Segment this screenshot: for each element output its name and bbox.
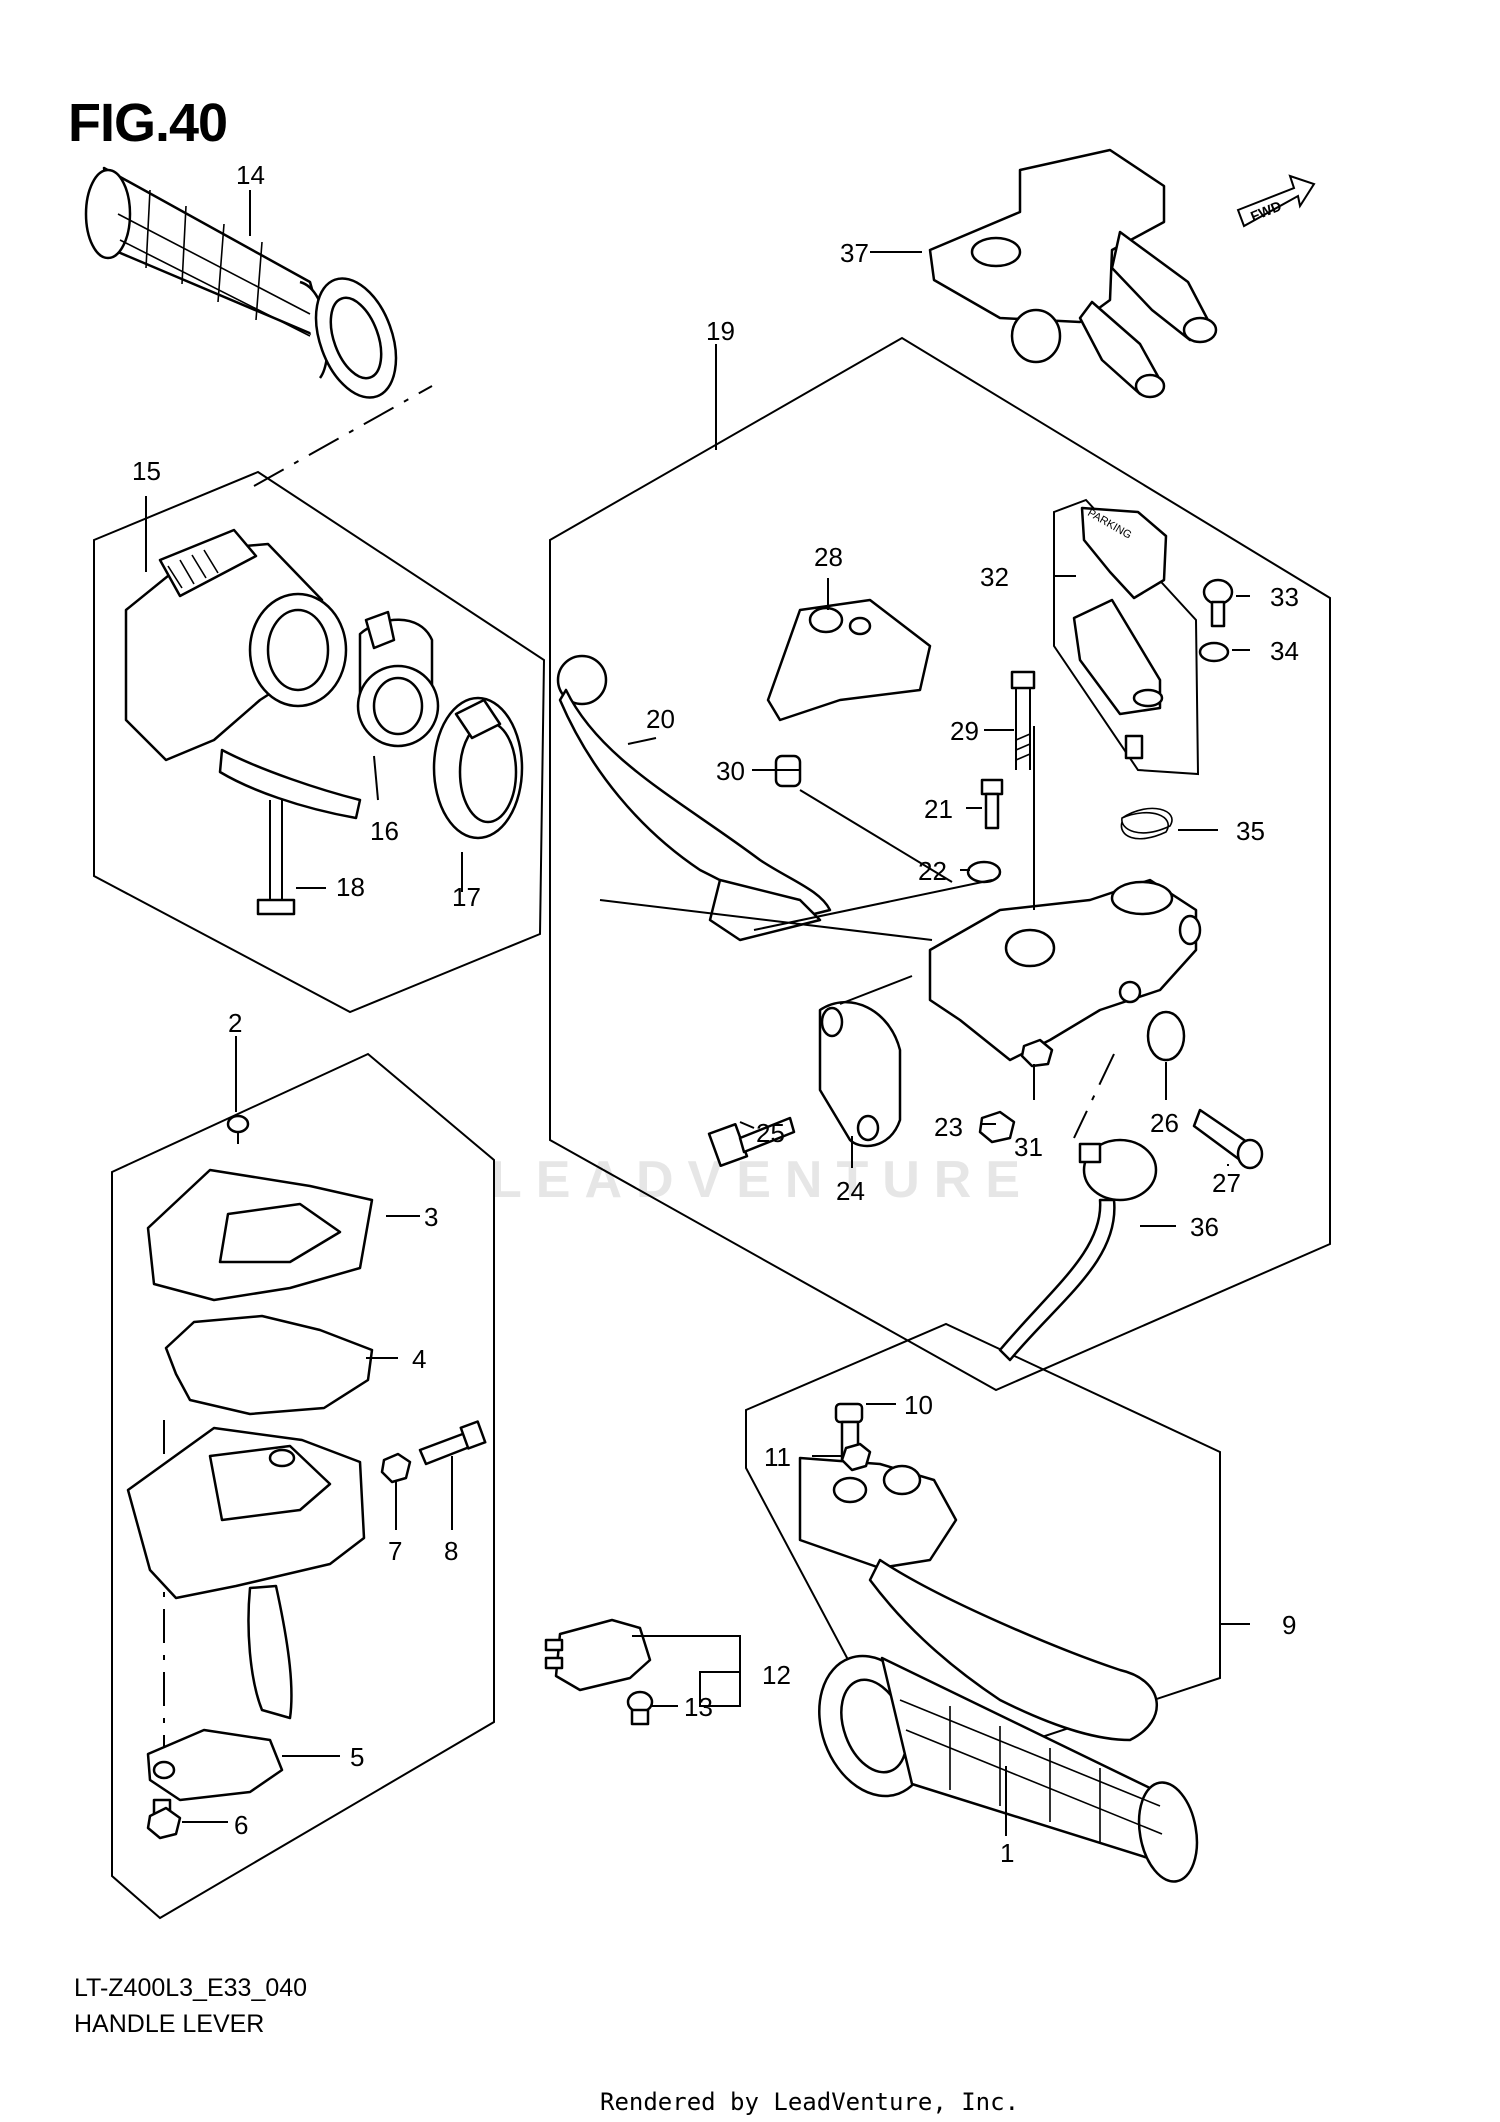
callout-36: 36 bbox=[1190, 1212, 1219, 1242]
callout-34: 34 bbox=[1270, 636, 1299, 666]
callout-2: 2 bbox=[228, 1008, 242, 1038]
figure-title: FIG.40 bbox=[68, 93, 228, 153]
callout-3: 3 bbox=[424, 1202, 438, 1232]
axis-line-14-15 bbox=[253, 385, 433, 487]
callout-7: 7 bbox=[388, 1536, 402, 1566]
callout-26: 26 bbox=[1150, 1108, 1179, 1138]
grip-14-illustration bbox=[84, 166, 398, 399]
callout-23: 23 bbox=[934, 1112, 963, 1142]
callout-12: 12 bbox=[762, 1660, 791, 1690]
callout-35: 35 bbox=[1236, 816, 1265, 846]
clutch-lever-9-illustration bbox=[798, 1402, 1158, 1742]
callout-22: 22 bbox=[918, 856, 947, 886]
brake-lever-assembly-19-illustration: PARKING bbox=[556, 506, 1264, 1362]
axis-line-36 bbox=[1073, 1053, 1115, 1139]
callout-4: 4 bbox=[412, 1344, 426, 1374]
callout-37: 37 bbox=[840, 238, 869, 268]
callout-19: 19 bbox=[706, 316, 735, 346]
fwd-direction-icon: FWD bbox=[1236, 174, 1316, 228]
callout-8: 8 bbox=[444, 1536, 458, 1566]
callout-29: 29 bbox=[950, 716, 979, 746]
callout-33: 33 bbox=[1270, 582, 1299, 612]
callout-18: 18 bbox=[336, 872, 365, 902]
group-outline-2 bbox=[111, 1052, 495, 1920]
callout-6: 6 bbox=[234, 1810, 248, 1840]
callout-10: 10 bbox=[904, 1390, 933, 1420]
callout-32: 32 bbox=[980, 562, 1009, 592]
callout-27: 27 bbox=[1212, 1168, 1241, 1198]
callout-labels: 14 15 16 17 18 37 19 28 32 33 34 20 29 3… bbox=[132, 160, 1299, 1868]
group-outline-32 bbox=[1053, 498, 1200, 776]
callout-17: 17 bbox=[452, 882, 481, 912]
callout-25: 25 bbox=[756, 1118, 785, 1148]
fwd-badge-text: FWD bbox=[1248, 198, 1284, 225]
callout-5: 5 bbox=[350, 1742, 364, 1772]
grip-1-illustration bbox=[818, 1654, 1199, 1883]
callout-21: 21 bbox=[924, 794, 953, 824]
group-outline-9 bbox=[745, 1322, 1221, 1782]
master-cylinder-37-illustration bbox=[928, 148, 1218, 399]
group-outline-15 bbox=[93, 470, 546, 1014]
leader-lines bbox=[145, 190, 1250, 1836]
callout-16: 16 bbox=[370, 816, 399, 846]
render-credit: Rendered by LeadVenture, Inc. bbox=[600, 2088, 1020, 2116]
callout-20: 20 bbox=[646, 704, 675, 734]
callout-14: 14 bbox=[236, 160, 265, 190]
watermark: LEADVENTURE bbox=[490, 1151, 1035, 1209]
callout-11: 11 bbox=[764, 1442, 791, 1472]
callout-15: 15 bbox=[132, 456, 161, 486]
callout-13: 13 bbox=[684, 1692, 713, 1722]
callout-28: 28 bbox=[814, 542, 843, 572]
callout-24: 24 bbox=[836, 1176, 865, 1206]
callout-30: 30 bbox=[716, 756, 745, 786]
figure-code: LT-Z400L3_E33_040 bbox=[74, 1974, 308, 2002]
group-outline-19 bbox=[549, 336, 1331, 1392]
figure-name: HANDLE LEVER bbox=[74, 2010, 265, 2038]
callout-9: 9 bbox=[1282, 1610, 1296, 1640]
callout-31: 31 bbox=[1014, 1132, 1043, 1162]
switch-12-illustration bbox=[544, 1618, 654, 1726]
throttle-housing-2-illustration bbox=[126, 1114, 487, 1840]
callout-1: 1 bbox=[1000, 1838, 1014, 1868]
switch-housing-15-illustration bbox=[124, 528, 524, 916]
